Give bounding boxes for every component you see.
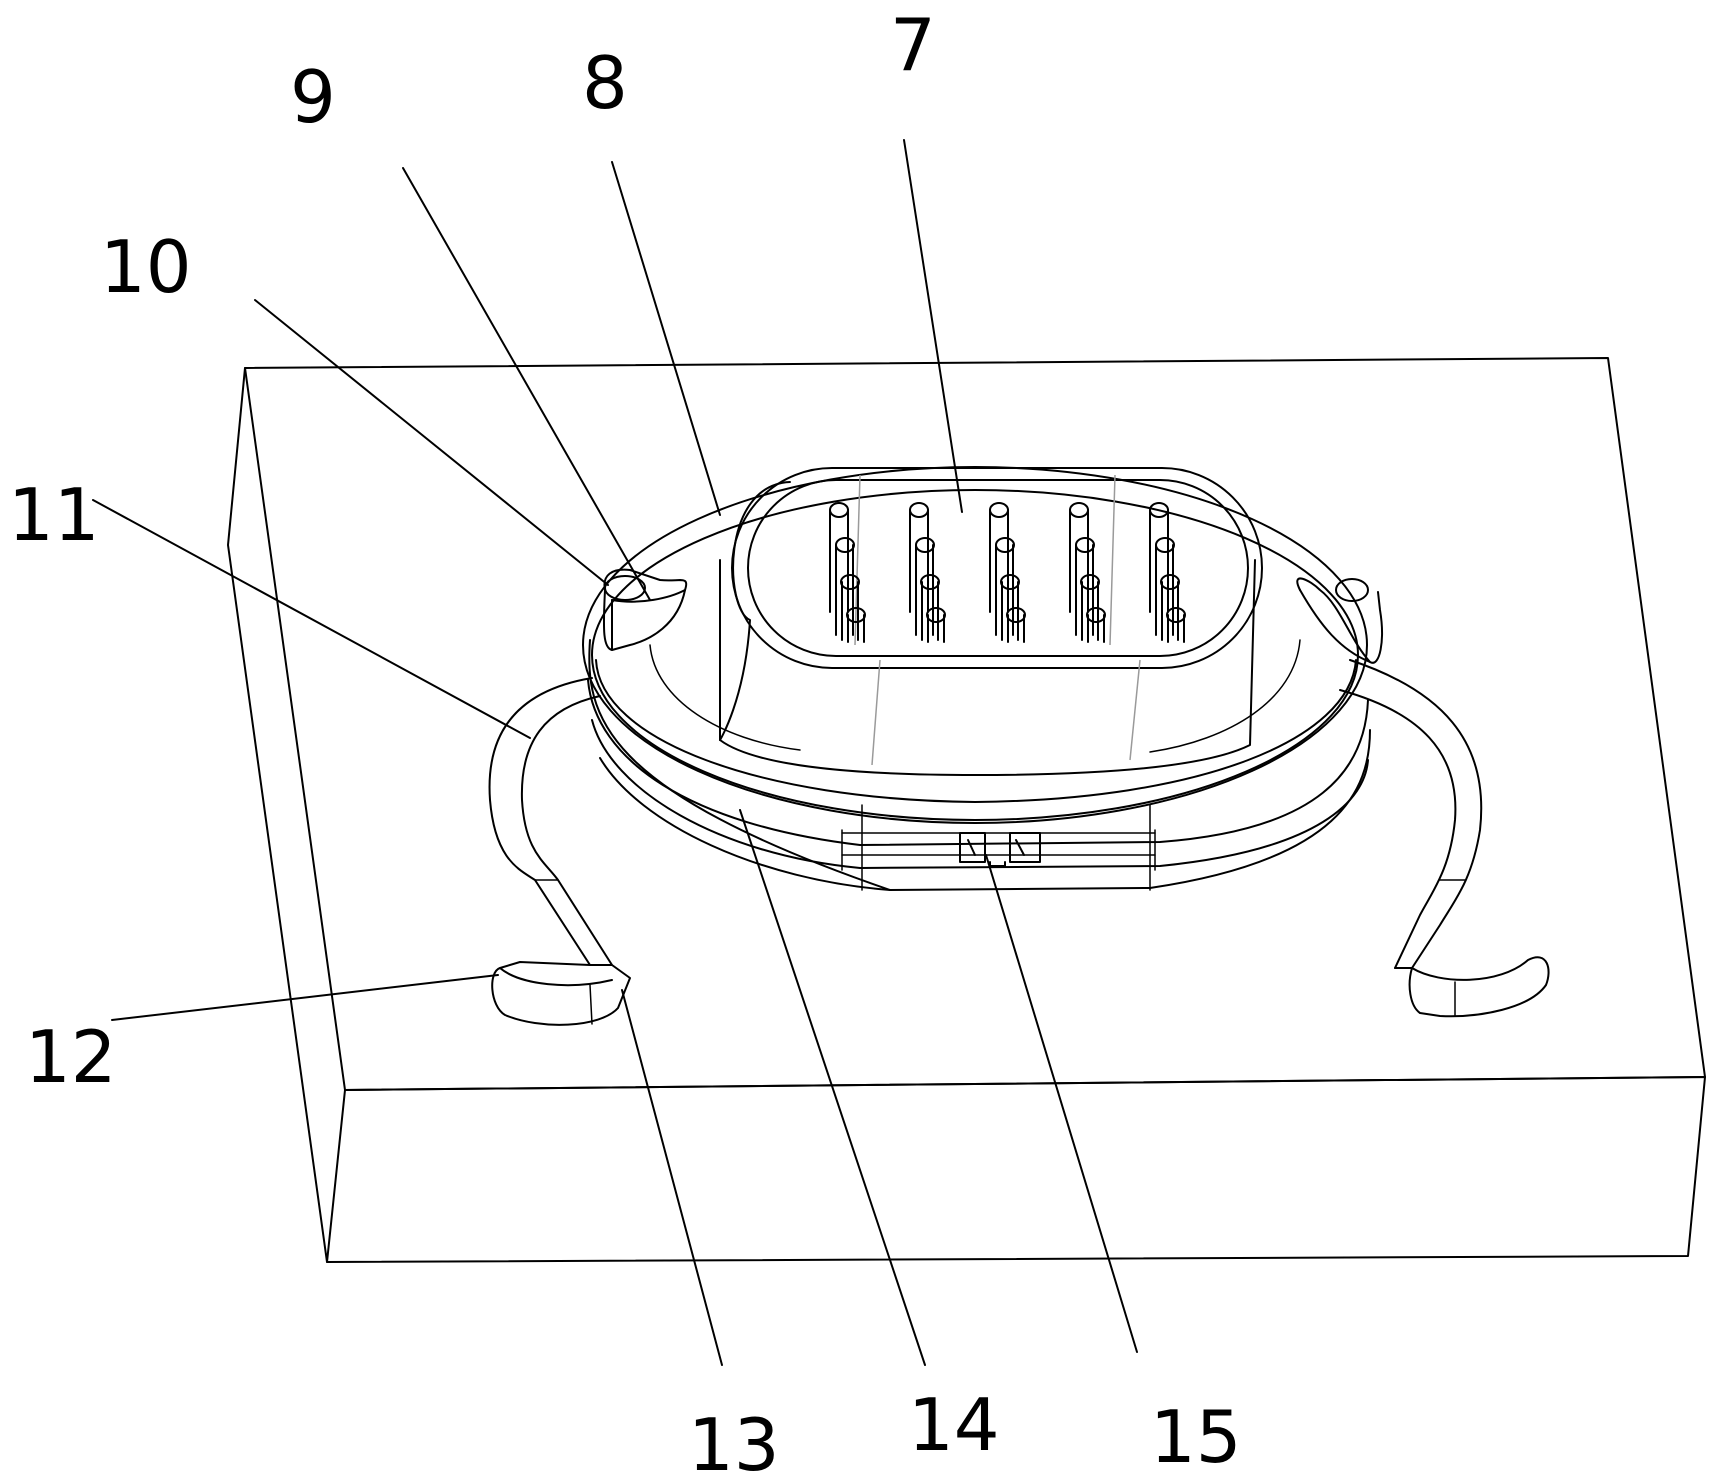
leader-9 (402, 167, 651, 601)
callout-12: 12 (25, 1015, 117, 1099)
callout-14: 14 (908, 1383, 1000, 1467)
callout-7: 7 (890, 3, 936, 87)
callout-9: 9 (290, 55, 336, 139)
leader-10 (254, 299, 609, 586)
callout-11: 11 (8, 473, 100, 557)
callout-10: 10 (100, 225, 192, 309)
callout-13: 13 (688, 1403, 780, 1483)
left-spring-clip (488, 677, 631, 1026)
latch-slot (841, 832, 1156, 867)
leader-13 (621, 989, 723, 1366)
leader-14 (739, 809, 926, 1366)
leader-8 (611, 161, 721, 516)
left-latch (602, 568, 688, 651)
leader-15 (985, 854, 1138, 1353)
leader-7 (903, 139, 963, 513)
leader-lines (92, 139, 1138, 1366)
right-latch (1296, 577, 1383, 664)
callout-15: 15 (1150, 1395, 1242, 1479)
right-spring-clip (1339, 659, 1550, 1018)
connector-assembly (582, 466, 1383, 891)
callout-8: 8 (582, 41, 628, 125)
leader-12 (111, 974, 499, 1021)
base-block (227, 357, 1706, 1263)
callout-labels: 7 8 9 10 11 12 13 14 15 (8, 3, 1242, 1483)
contact-pins (829, 502, 1186, 643)
leader-11 (92, 499, 531, 739)
